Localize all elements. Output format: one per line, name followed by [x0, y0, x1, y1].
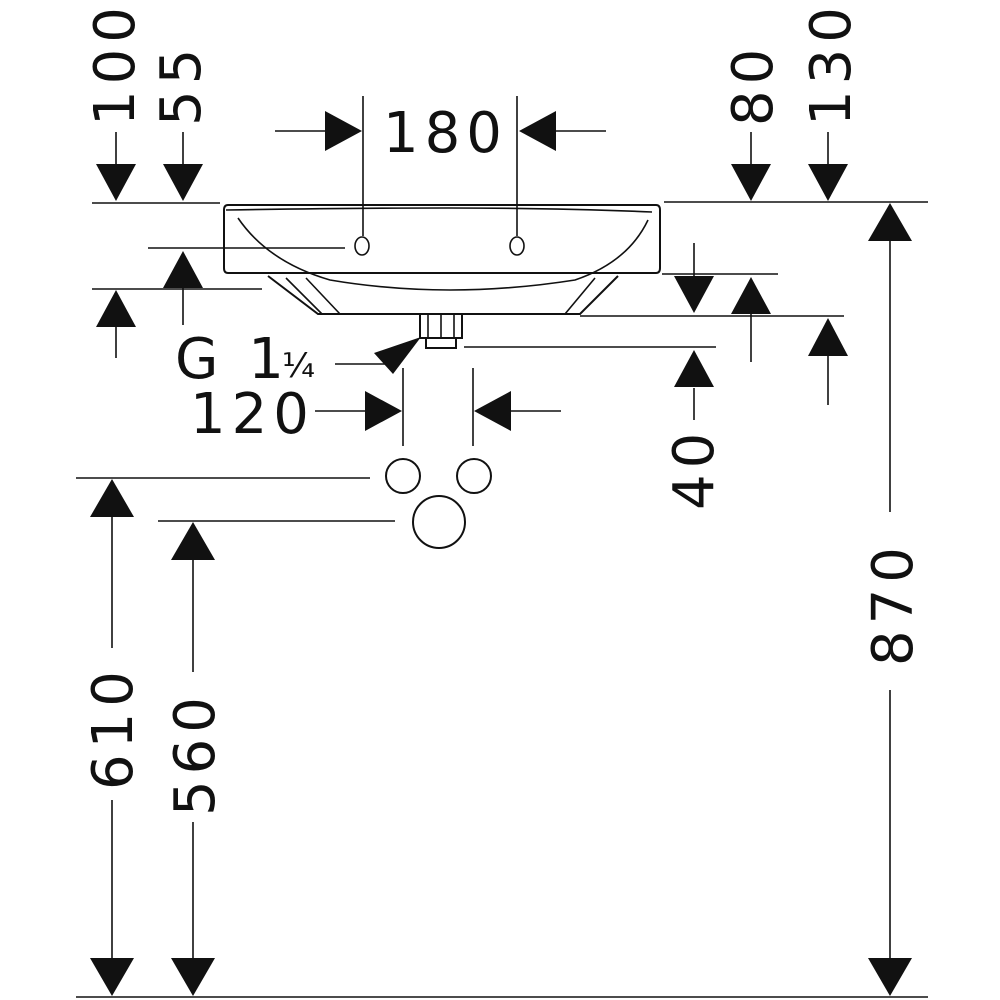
dim-80: 80: [721, 43, 786, 362]
dim-label-120: 120: [190, 382, 315, 447]
thread-fraction: ¼: [282, 346, 315, 386]
dim-560: 560: [163, 522, 228, 996]
supply-connection-right: [456, 458, 492, 494]
extension-lines: [76, 96, 928, 998]
basin-outline: [223, 204, 661, 315]
dim-55: 55: [149, 43, 214, 325]
thread-callout: G 1 ¼: [175, 327, 421, 392]
dim-label-870: 870: [861, 541, 926, 666]
thread-label: G 1: [175, 327, 290, 392]
dim-870: 870: [861, 203, 926, 996]
dim-180: 180: [275, 101, 606, 166]
dim-label-55: 55: [149, 43, 214, 126]
waste-outlet: [419, 313, 463, 349]
dim-label-560: 560: [163, 691, 228, 816]
dim-label-80: 80: [721, 43, 786, 126]
dim-label-40: 40: [662, 427, 727, 510]
drain-connection: [412, 495, 466, 549]
tap-hole-right: [509, 236, 525, 256]
dim-130: 130: [799, 1, 864, 405]
dim-label-130: 130: [799, 1, 864, 126]
dim-610: 610: [81, 479, 146, 996]
dim-120: 120: [190, 382, 561, 447]
supply-connection-left: [385, 458, 421, 494]
dim-100: 100: [83, 1, 148, 358]
dim-40: 40: [662, 243, 727, 510]
dim-label-180: 180: [383, 101, 508, 166]
tap-hole-left: [354, 236, 370, 256]
dim-label-100: 100: [83, 1, 148, 126]
dim-label-610: 610: [81, 665, 146, 790]
